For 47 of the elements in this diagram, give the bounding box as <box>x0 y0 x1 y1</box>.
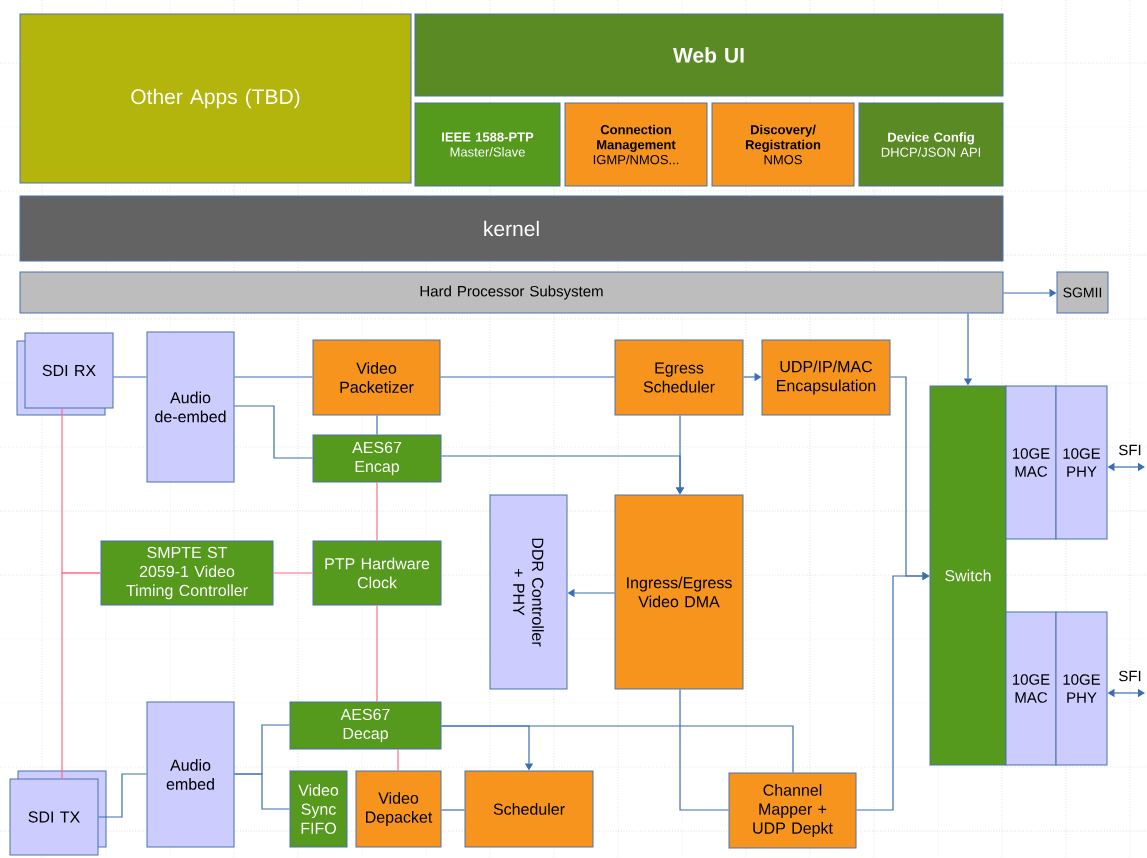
connector-line <box>439 376 616 378</box>
connector-line <box>376 604 378 703</box>
edge-label: SFI <box>1117 669 1143 683</box>
function-block: 10GE PHY <box>1055 611 1108 766</box>
function-block: AES67 Decap <box>289 701 442 750</box>
function-block: Audio embed <box>146 701 235 848</box>
stacked-block: SDI TX <box>9 770 107 856</box>
function-block: Video Packetizer <box>312 339 441 416</box>
function-block: Scheduler <box>464 770 594 848</box>
connector-line <box>233 376 314 378</box>
layer-bar: kernel <box>19 195 1004 262</box>
function-block: Ingress/Egress Video DMA <box>614 494 744 690</box>
connector-line <box>233 405 314 459</box>
connector-line <box>679 688 730 811</box>
function-block: 10GE PHY <box>1055 385 1108 540</box>
connector-line <box>397 748 399 772</box>
layer-bar: Hard Processor Subsystem <box>19 271 1004 314</box>
function-block: Video Depacket <box>355 770 442 848</box>
software-block: Discovery/ Registration NMOS <box>711 102 855 187</box>
connector-line <box>233 773 291 810</box>
connector-line <box>61 572 102 780</box>
function-block: UDP/IP/MAC Encapsulation <box>761 339 891 416</box>
connector-line <box>440 809 466 811</box>
function-block: Video Sync FIFO <box>289 770 348 848</box>
connector-line <box>376 481 378 542</box>
connector-line <box>272 572 314 574</box>
function-block: 10GE MAC <box>1005 611 1057 766</box>
function-block: 10GE MAC <box>1005 385 1057 540</box>
interface-block: SGMII <box>1056 271 1109 314</box>
connector-line <box>97 773 148 818</box>
stacked-block: SDI RX <box>16 332 114 416</box>
function-block: Audio de-embed <box>146 331 235 483</box>
software-block: Device Config DHCP/JSON API <box>858 102 1004 187</box>
function-block: PTP Hardware Clock <box>312 540 442 606</box>
software-block: Connection Management IGMP/NMOS... <box>564 102 708 187</box>
function-block: Channel Mapper + UDP Depkt <box>728 772 857 849</box>
function-block: DDR Controller + PHY <box>489 494 568 690</box>
function-block: AES67 Encap <box>312 434 442 483</box>
software-block: Other Apps (TBD) <box>19 13 412 184</box>
function-block: Egress Scheduler <box>614 339 744 416</box>
edge-label: SFI <box>1117 443 1143 457</box>
switch-block: Switch <box>929 385 1007 766</box>
function-block: SMPTE ST 2059-1 Video Timing Controller <box>100 540 274 606</box>
connector-line <box>376 414 378 436</box>
software-block: Web UI <box>414 13 1004 97</box>
connector-line <box>112 376 148 378</box>
software-block: IEEE 1588-PTP Master/Slave <box>414 102 561 187</box>
